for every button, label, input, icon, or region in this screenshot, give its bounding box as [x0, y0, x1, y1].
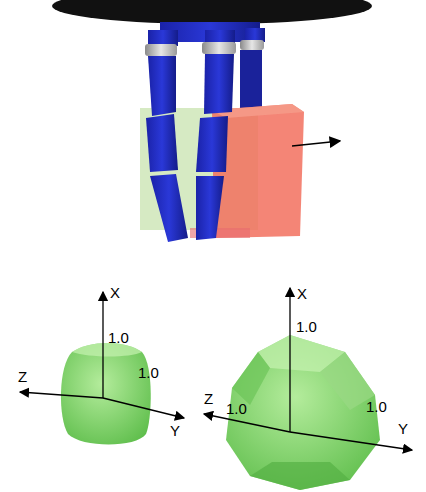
axis-label: Y: [398, 420, 408, 437]
axis-label: 1.0: [226, 400, 247, 417]
axis-label: 1.0: [138, 364, 159, 381]
axis-label: Z: [204, 390, 213, 407]
axis-label: 1.0: [296, 318, 317, 335]
axis-label: 1.0: [366, 398, 387, 415]
axis-label: X: [297, 285, 307, 302]
axis-label: 1.0: [108, 329, 129, 346]
axis-label: X: [110, 284, 120, 301]
axis-label: Z: [18, 368, 27, 385]
axis-label: Y: [170, 422, 180, 439]
